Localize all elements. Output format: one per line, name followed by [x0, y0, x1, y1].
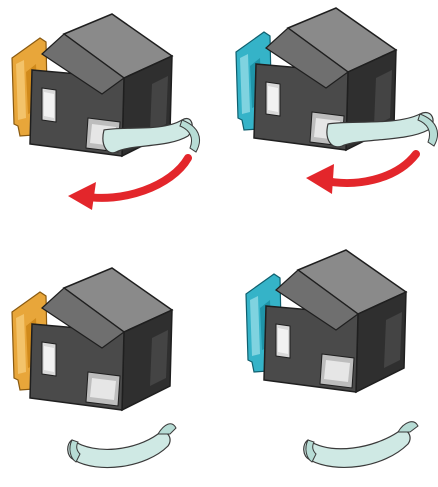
step-4-panel	[245, 249, 419, 469]
ink-cartridge-icon	[245, 249, 407, 393]
curved-arrow-icon	[68, 154, 192, 210]
protective-tape-icon	[303, 421, 419, 469]
protective-tape-icon	[67, 423, 177, 469]
protective-tape-icon	[102, 118, 200, 154]
curved-arrow-icon	[306, 150, 420, 194]
ink-cartridge-icon	[11, 267, 173, 411]
step-2-panel	[235, 7, 438, 194]
step-1-panel	[11, 13, 200, 210]
step-3-panel	[11, 267, 177, 469]
ink-cartridge-icon	[235, 7, 397, 151]
ink-cartridge-icon	[11, 13, 173, 157]
protective-tape-icon	[326, 112, 438, 148]
